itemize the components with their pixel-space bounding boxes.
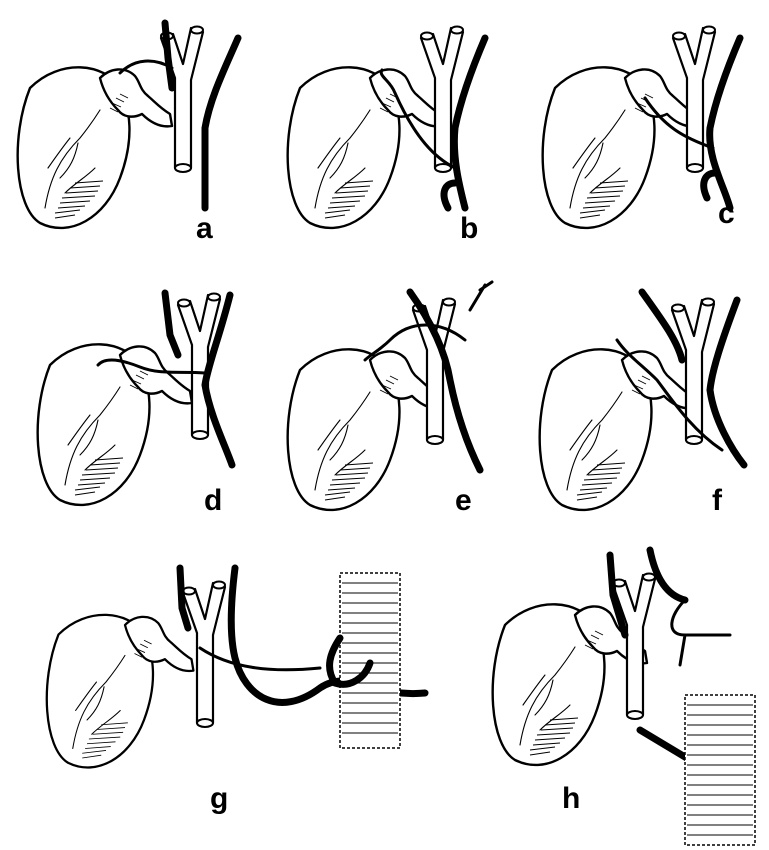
panel-f: f xyxy=(540,292,744,517)
panel-label-g: g xyxy=(210,782,228,815)
panel-h: h xyxy=(493,550,755,845)
panel-b: b xyxy=(288,27,485,246)
panel-label-d: d xyxy=(204,484,222,517)
panel-label-a: a xyxy=(196,212,213,245)
gallbladder-drawing xyxy=(540,349,694,510)
panel-label-e: e xyxy=(455,484,472,517)
hepatic-artery-drawing xyxy=(642,292,682,360)
artery-trunk-drawing xyxy=(205,38,238,208)
panel-label-f: f xyxy=(712,484,723,517)
gallbladder-drawing xyxy=(18,67,172,228)
bile-duct-drawing xyxy=(672,299,714,445)
aorta-drawing xyxy=(685,695,755,845)
artery-trunk-drawing xyxy=(650,550,685,600)
gallbladder-drawing xyxy=(47,615,194,768)
panel-label-h: h xyxy=(562,782,580,815)
gallbladder-drawing xyxy=(288,67,442,228)
artery-trunk-drawing xyxy=(454,38,485,208)
panel-d: d xyxy=(38,293,232,517)
bile-duct-drawing xyxy=(183,582,225,728)
panel-c: c xyxy=(543,27,740,231)
panel-label-c: c xyxy=(718,197,735,230)
gallbladder-drawing xyxy=(38,344,192,505)
panel-a: a xyxy=(18,23,238,245)
panel-label-b: b xyxy=(460,212,478,245)
panel-e: e xyxy=(288,282,492,517)
gallbladder-drawing xyxy=(288,349,442,510)
panel-g: g xyxy=(47,568,425,815)
artery-trunk-drawing xyxy=(710,38,740,208)
artery-trunk-drawing xyxy=(710,300,744,465)
gallbladder-drawing xyxy=(543,67,697,228)
hepatic-artery-drawing xyxy=(165,293,178,355)
